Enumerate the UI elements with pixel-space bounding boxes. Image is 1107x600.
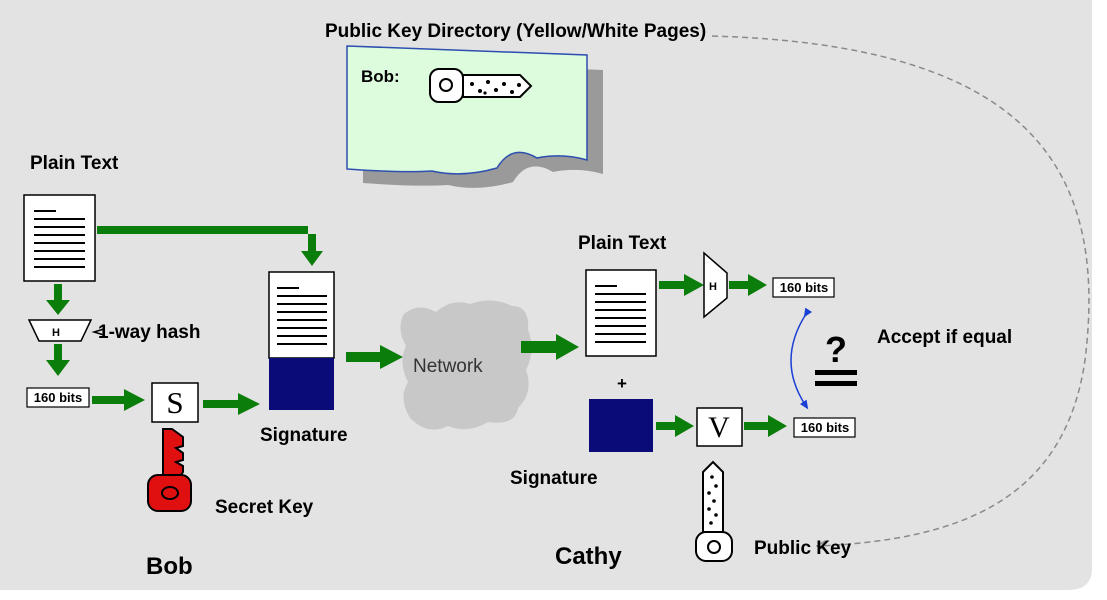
cathy-hash-box-letter: H <box>709 281 717 293</box>
bob-sign-letter: S <box>166 385 183 420</box>
bob-signed-document <box>268 271 335 359</box>
bob-digest-label: 160 bits <box>34 390 82 405</box>
bob-plain-text-label: Plain Text <box>30 153 119 174</box>
public-key-icon <box>429 68 533 103</box>
compare-double-arrow <box>790 307 813 410</box>
bob-hash-box: H <box>27 319 93 342</box>
cathy-signature-label: Signature <box>510 468 598 489</box>
secret-key-label: Secret Key <box>215 497 314 518</box>
cathy-party-name: Cathy <box>555 543 622 570</box>
cathy-plus-label: + <box>617 374 627 393</box>
arrow-signature-to-verify <box>656 415 694 437</box>
arrow-cathy-doc-to-hash <box>659 274 704 296</box>
arrow-sign-to-signature <box>203 393 260 415</box>
cathy-public-key-icon <box>695 460 733 562</box>
cathy-hash-box: H <box>703 251 728 319</box>
background-panel <box>0 0 1092 590</box>
bob-signature-label: Signature <box>260 425 348 446</box>
network-cloud <box>400 300 532 430</box>
directory-title: Public Key Directory (Yellow/White Pages… <box>325 21 706 42</box>
bob-signature-block <box>269 358 334 410</box>
arrow-doc-to-hash <box>46 284 70 315</box>
network-label: Network <box>413 356 483 377</box>
arrow-network-to-cathy <box>521 334 579 360</box>
cathy-verify-letter: V <box>708 411 730 444</box>
public-key-lookup-link <box>711 35 1090 546</box>
bob-party-name: Bob <box>146 553 193 580</box>
directory-entry-name: Bob: <box>361 67 400 86</box>
cathy-signature-block <box>589 399 653 452</box>
bob-hash-box-letter: H <box>52 327 60 339</box>
directory-card <box>346 45 603 188</box>
cathy-digest-top-label: 160 bits <box>780 280 828 295</box>
bob-digest-box: 160 bits <box>26 387 90 408</box>
hash-pointer-arrow <box>91 328 105 336</box>
cathy-digest-top-box: 160 bits <box>772 277 835 298</box>
bob-hash-label: 1-way hash <box>98 322 200 343</box>
arrow-doc-to-signed-doc <box>97 226 323 266</box>
bob-plain-text-document <box>23 194 96 282</box>
arrow-digest-to-sign <box>92 389 145 411</box>
cathy-plain-text-label: Plain Text <box>578 233 667 254</box>
accept-label: Accept if equal <box>877 327 1012 348</box>
cathy-digest-bottom-box: 160 bits <box>793 417 856 438</box>
arrow-cathy-hash-to-digest <box>729 274 767 296</box>
cathy-plain-text-document <box>585 269 657 357</box>
secret-key-icon <box>147 428 192 512</box>
compare-symbol: ? <box>815 329 857 386</box>
bob-sign-box: S <box>151 382 199 423</box>
arrow-bob-to-network <box>346 345 403 369</box>
cathy-verify-box: V <box>696 407 743 447</box>
arrow-hash-to-digest <box>46 344 70 376</box>
cathy-digest-bottom-label: 160 bits <box>801 420 849 435</box>
compare-question-mark: ? <box>825 329 847 370</box>
arrow-verify-to-digest <box>744 415 787 437</box>
public-key-label: Public Key <box>754 538 852 559</box>
